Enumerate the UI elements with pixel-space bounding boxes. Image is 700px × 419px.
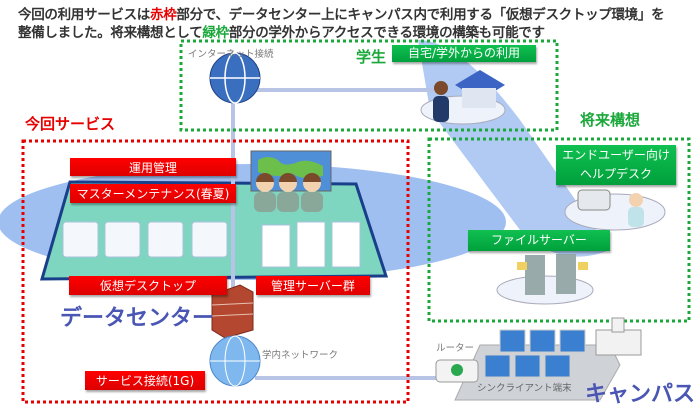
service-connection-label: サービス接続(1G): [85, 371, 205, 390]
helpdesk-line-2: ヘルプデスク: [579, 167, 652, 181]
management-servers-label: 管理サーバー群: [256, 276, 370, 295]
heading-red-frame-word: 赤枠: [150, 7, 177, 23]
thin-client-label: シンクライアント端末: [477, 383, 572, 394]
home-student-icon: [420, 70, 506, 125]
router-icon: [435, 359, 479, 383]
heading-green-frame-word: 緑枠: [202, 25, 229, 41]
heading-text: 整備しました。将来構想として: [18, 25, 203, 41]
student-title: 学生: [356, 48, 387, 66]
operators-icon: [250, 150, 332, 212]
management-servers-icon: [261, 221, 361, 268]
heading-text: 部分の学外からアクセスできる環境の構築も可能です: [228, 25, 545, 41]
virtual-desktop-pcs-icon: [62, 221, 228, 258]
internet-connection-label: インターネット接続: [188, 49, 274, 60]
campus-title: キャンパス: [585, 382, 696, 407]
current-red-frame: [21, 139, 410, 404]
helpdesk-operator-icon: [564, 189, 666, 231]
heading-line-2: 整備しました。将来構想として緑枠部分の学外からアクセスできる環境の構築も可能です: [18, 21, 545, 41]
heading-text: 今回の利用サービスは: [18, 7, 150, 23]
campus-network-globe-icon: [209, 335, 261, 387]
campus-clients-icon: [454, 329, 621, 401]
heading-line-1: 今回の利用サービスは赤枠部分で、データセンター上にキャンパス内で利用する「仮想デ…: [18, 3, 665, 23]
datacenter-title: データセンター: [60, 306, 215, 331]
current-service-title: 今回サービス: [25, 115, 116, 133]
student-green-frame: [179, 39, 559, 132]
internet-globe-icon: [209, 52, 261, 104]
future-green-frame: [427, 137, 691, 323]
router-label: ルーター: [436, 343, 475, 354]
helpdesk-label: エンドユーザー向けヘルプデスク: [556, 145, 676, 185]
helpdesk-line-1: エンドユーザー向け: [562, 148, 670, 162]
master-maintenance-label: マスターメンテナンス(春夏): [70, 184, 236, 203]
file-server-label: ファイルサーバー: [468, 230, 610, 251]
heading-text: 部分で、データセンター上にキャンパス内で利用する「仮想デスクトップ環境」を: [176, 7, 665, 23]
home-access-label: 自宅/学外からの利用: [392, 45, 536, 62]
future-plan-title: 将来構想: [580, 111, 641, 129]
operations-label: 運用管理: [70, 158, 236, 176]
campus-network-label: 学内ネットワーク: [262, 350, 339, 361]
file-server-icon: [496, 254, 594, 305]
firewall-brick-icon: [211, 284, 254, 339]
campus-building-icon: [595, 317, 642, 356]
virtual-desktop-label: 仮想デスクトップ: [69, 276, 227, 295]
